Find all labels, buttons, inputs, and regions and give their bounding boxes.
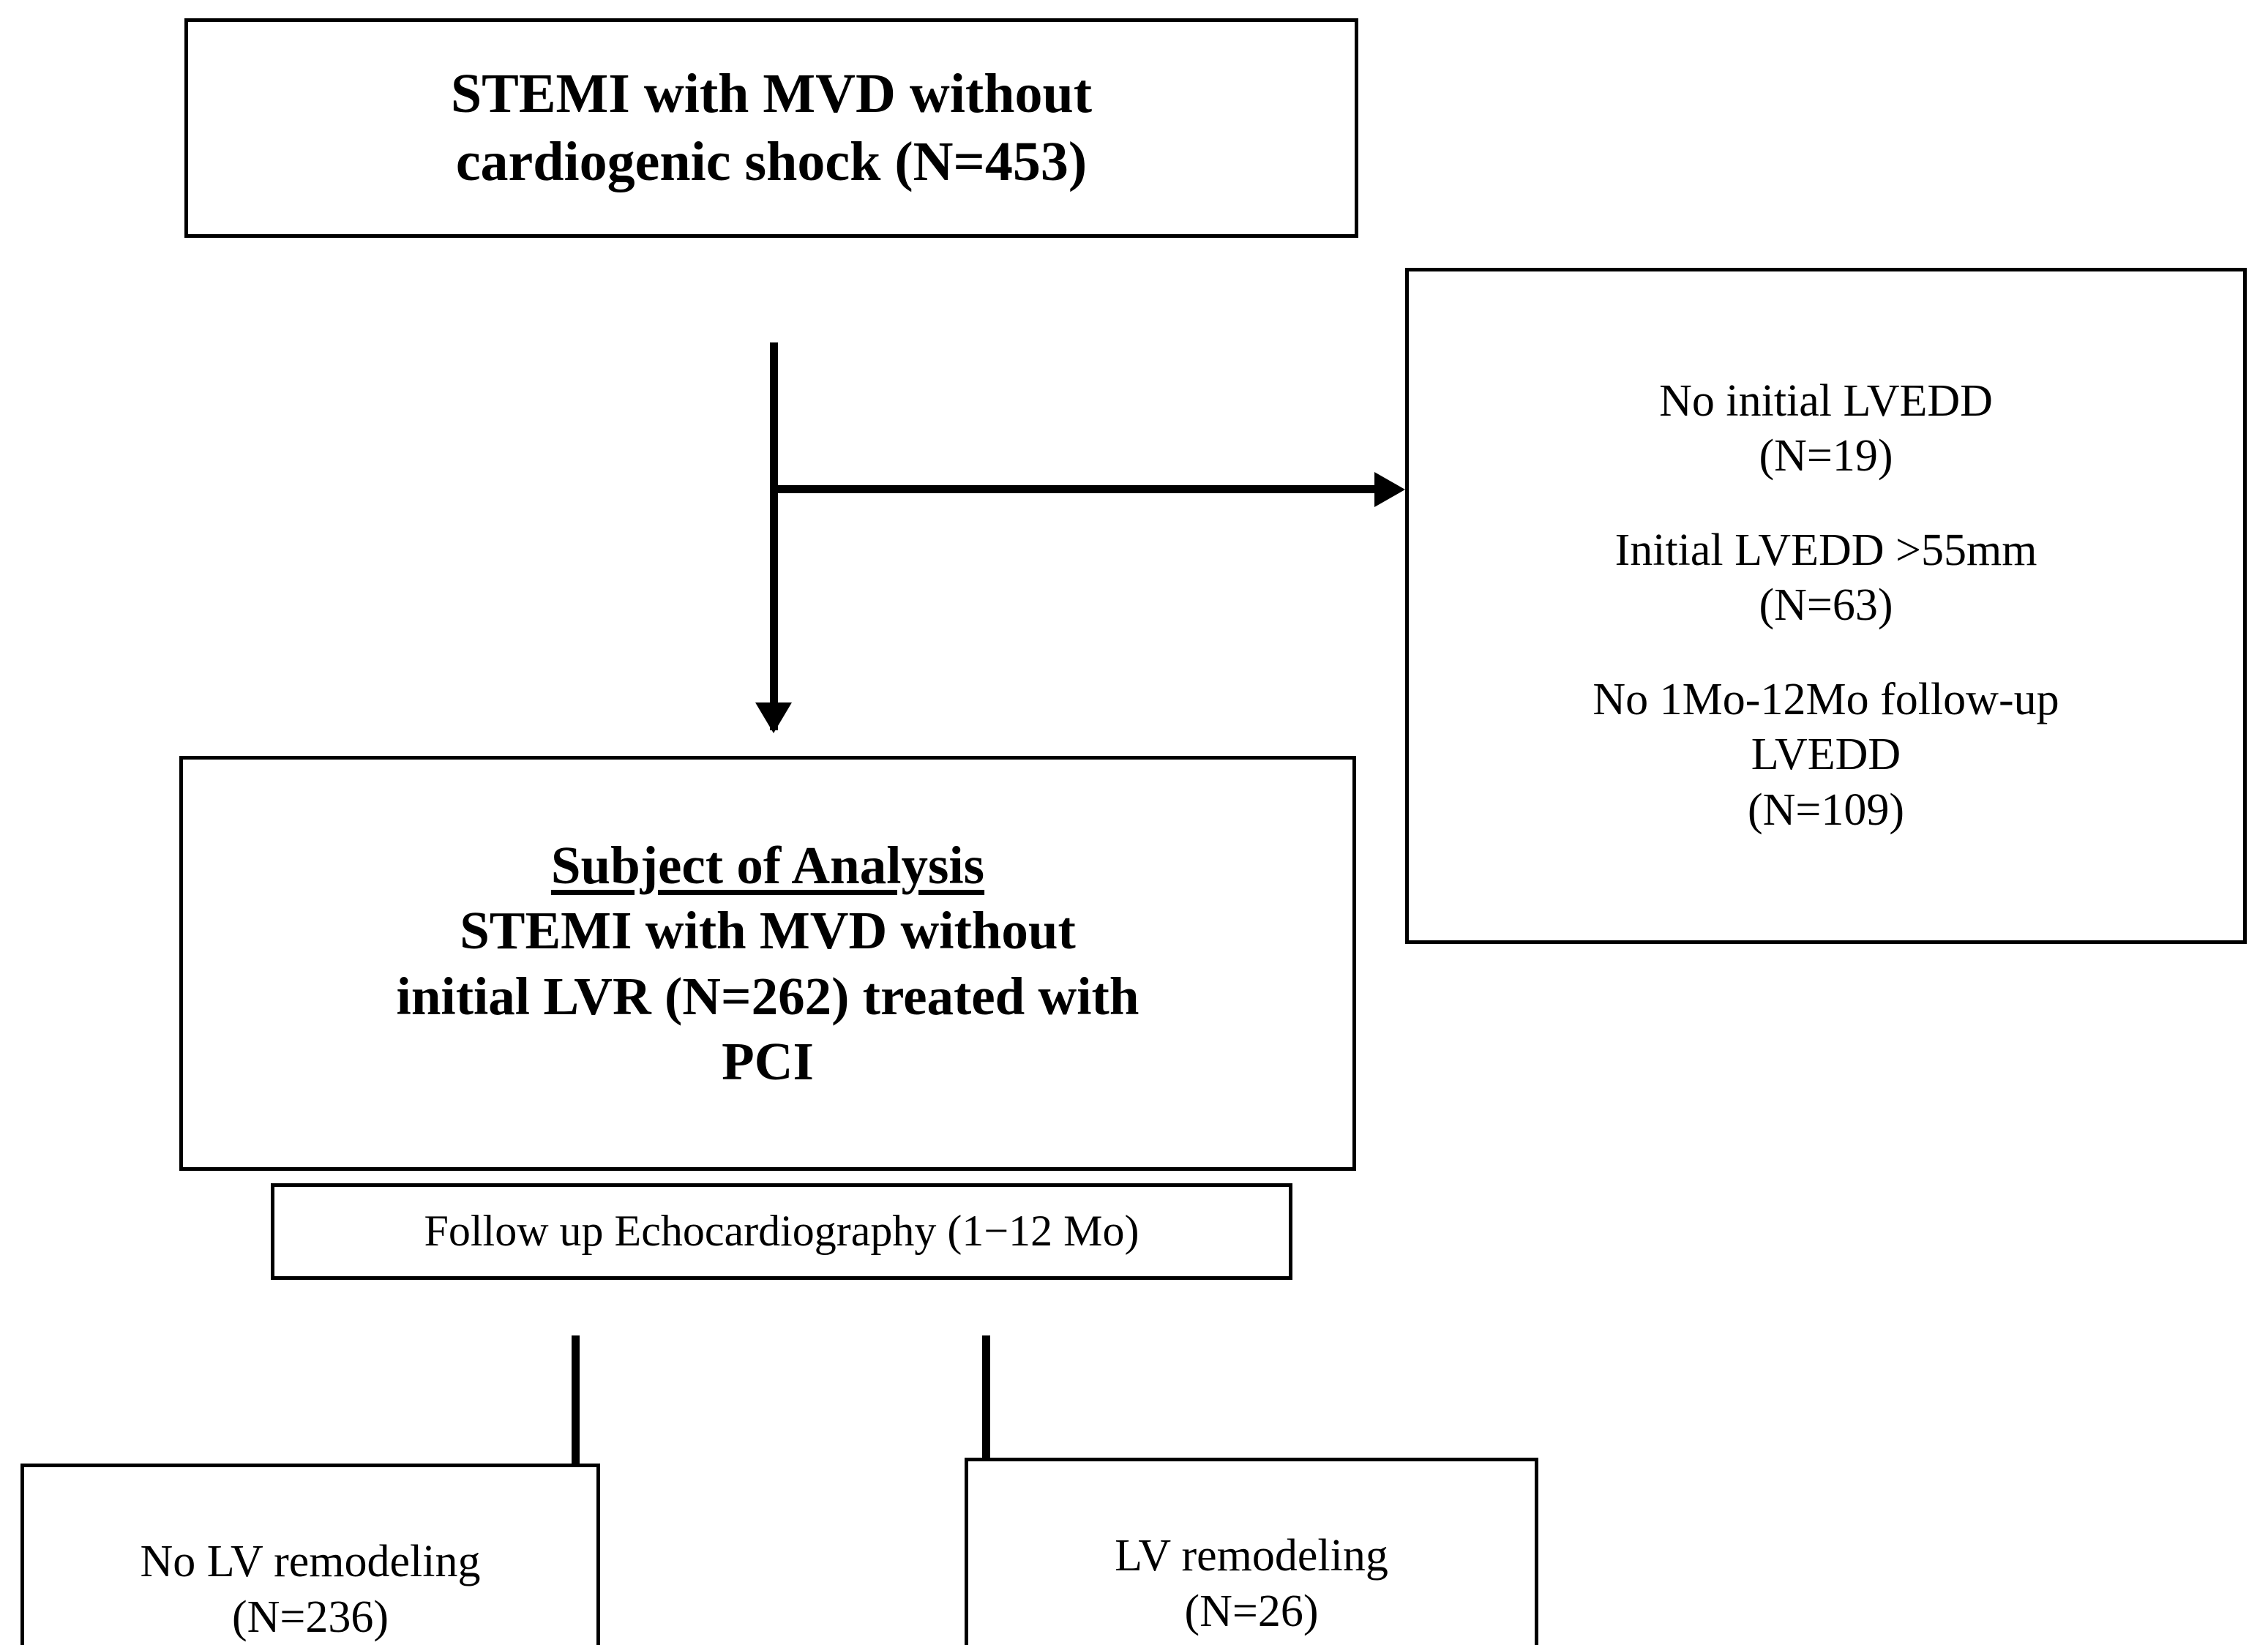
no-lv-remodeling-label: No LV remodeling — [140, 1536, 481, 1586]
remodeling-connector-line — [982, 1335, 990, 1551]
exclusion-1-count: (N=19) — [1759, 431, 1893, 481]
analysis-line-3: PCI — [722, 1031, 814, 1091]
followup-echo-box: Follow up Echocardiography (1−12 Mo) — [271, 1183, 1292, 1280]
lv-remodeling-label: LV remodeling — [1115, 1530, 1388, 1581]
exclusion-2-count: (N=63) — [1759, 580, 1893, 631]
enrolled-cohort-box: STEMI with MVD without cardiogenic shock… — [184, 18, 1358, 238]
enrolled-line-1: STEMI with MVD without — [450, 63, 1093, 125]
exclusion-branch-line — [774, 485, 1381, 493]
lv-remodeling-count: (N=26) — [1184, 1586, 1319, 1636]
no-remodeling-connector-line — [572, 1335, 580, 1551]
arrow-down-icon — [755, 702, 792, 733]
no-lv-remodeling-box: No LV remodeling (N=236) — [20, 1464, 600, 1645]
exclusion-2-label: Initial LVEDD >55mm — [1614, 525, 2037, 575]
followup-echo-label: Follow up Echocardiography (1−12 Mo) — [424, 1207, 1139, 1256]
trunk-vertical-line — [770, 342, 778, 730]
lv-remodeling-box: LV remodeling (N=26) — [965, 1458, 1538, 1645]
arrow-right-icon — [1374, 472, 1405, 507]
analysis-cohort-box: Subject of Analysis STEMI with MVD witho… — [179, 756, 1356, 1171]
analysis-line-2: initial LVR (N=262) treated with — [396, 966, 1139, 1026]
exclusions-box: No initial LVEDD (N=19) Initial LVEDD >5… — [1405, 268, 2247, 944]
enrolled-line-2: cardiogenic shock (N=453) — [455, 131, 1088, 192]
exclusion-3-count: (N=109) — [1747, 784, 1905, 835]
analysis-heading: Subject of Analysis — [550, 836, 985, 896]
exclusion-3-label-line-1: No 1Mo-12Mo follow-up — [1593, 674, 2059, 724]
analysis-line-1: STEMI with MVD without — [460, 901, 1076, 961]
exclusion-3-label-line-2: LVEDD — [1751, 730, 1901, 780]
exclusion-1-label: No initial LVEDD — [1659, 375, 1993, 426]
no-lv-remodeling-count: (N=236) — [231, 1592, 389, 1642]
